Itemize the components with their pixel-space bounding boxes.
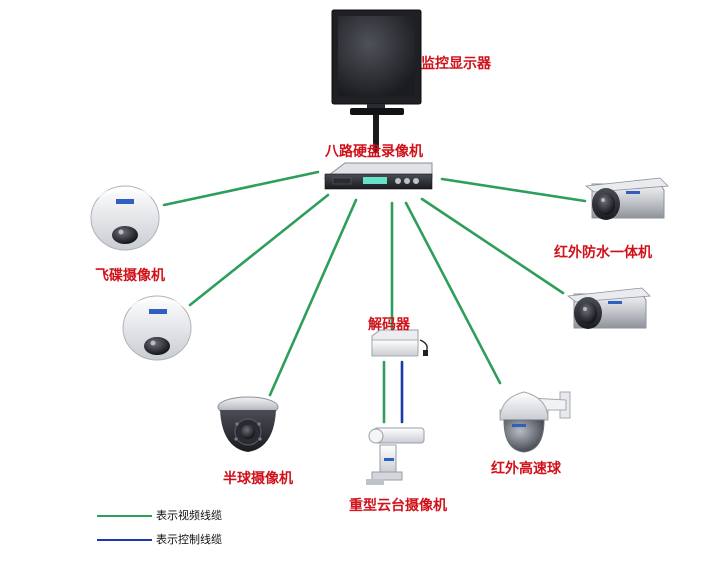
ufo-camera-icon <box>122 295 192 361</box>
bullet-camera-icon <box>566 287 651 329</box>
pan-tilt-camera-icon <box>366 427 425 485</box>
bullet-camera-icon <box>584 177 669 220</box>
legend-video-cable-text: 表示视频线缆 <box>156 509 222 522</box>
legend-control-cable-text: 表示控制线缆 <box>156 533 222 546</box>
decoder-box-icon <box>371 329 428 357</box>
ufo-camera-label: 飞碟摄像机 <box>95 268 165 284</box>
ir-waterproof-camera-label: 红外防水一体机 <box>554 245 652 261</box>
monitor-label: 监控显示器 <box>421 56 491 72</box>
cable-dvr-ir-camera-top <box>440 177 587 203</box>
speed-dome-icon <box>499 391 571 453</box>
ufo-camera-icon <box>90 185 160 251</box>
lcd-monitor-icon <box>331 9 422 115</box>
cable-dvr-ufo-camera-bottom <box>188 193 330 307</box>
cable-dvr-dome-camera <box>268 198 358 397</box>
cable-dvr-ir-camera-bottom <box>420 197 565 295</box>
cable-dvr-speed-dome <box>404 201 502 385</box>
dvr-box-icon <box>323 162 433 190</box>
dome-camera-label: 半球摄像机 <box>223 471 293 487</box>
decoder-label: 解码器 <box>368 317 410 333</box>
video-cables <box>162 109 587 424</box>
ir-speed-dome-label: 红外高速球 <box>491 461 561 477</box>
dome-camera-icon <box>217 396 279 452</box>
pan-tilt-camera-label: 重型云台摄像机 <box>349 498 447 514</box>
dvr-label: 八路硬盘录像机 <box>325 144 423 160</box>
cable-dvr-ufo-camera-top <box>162 170 320 207</box>
